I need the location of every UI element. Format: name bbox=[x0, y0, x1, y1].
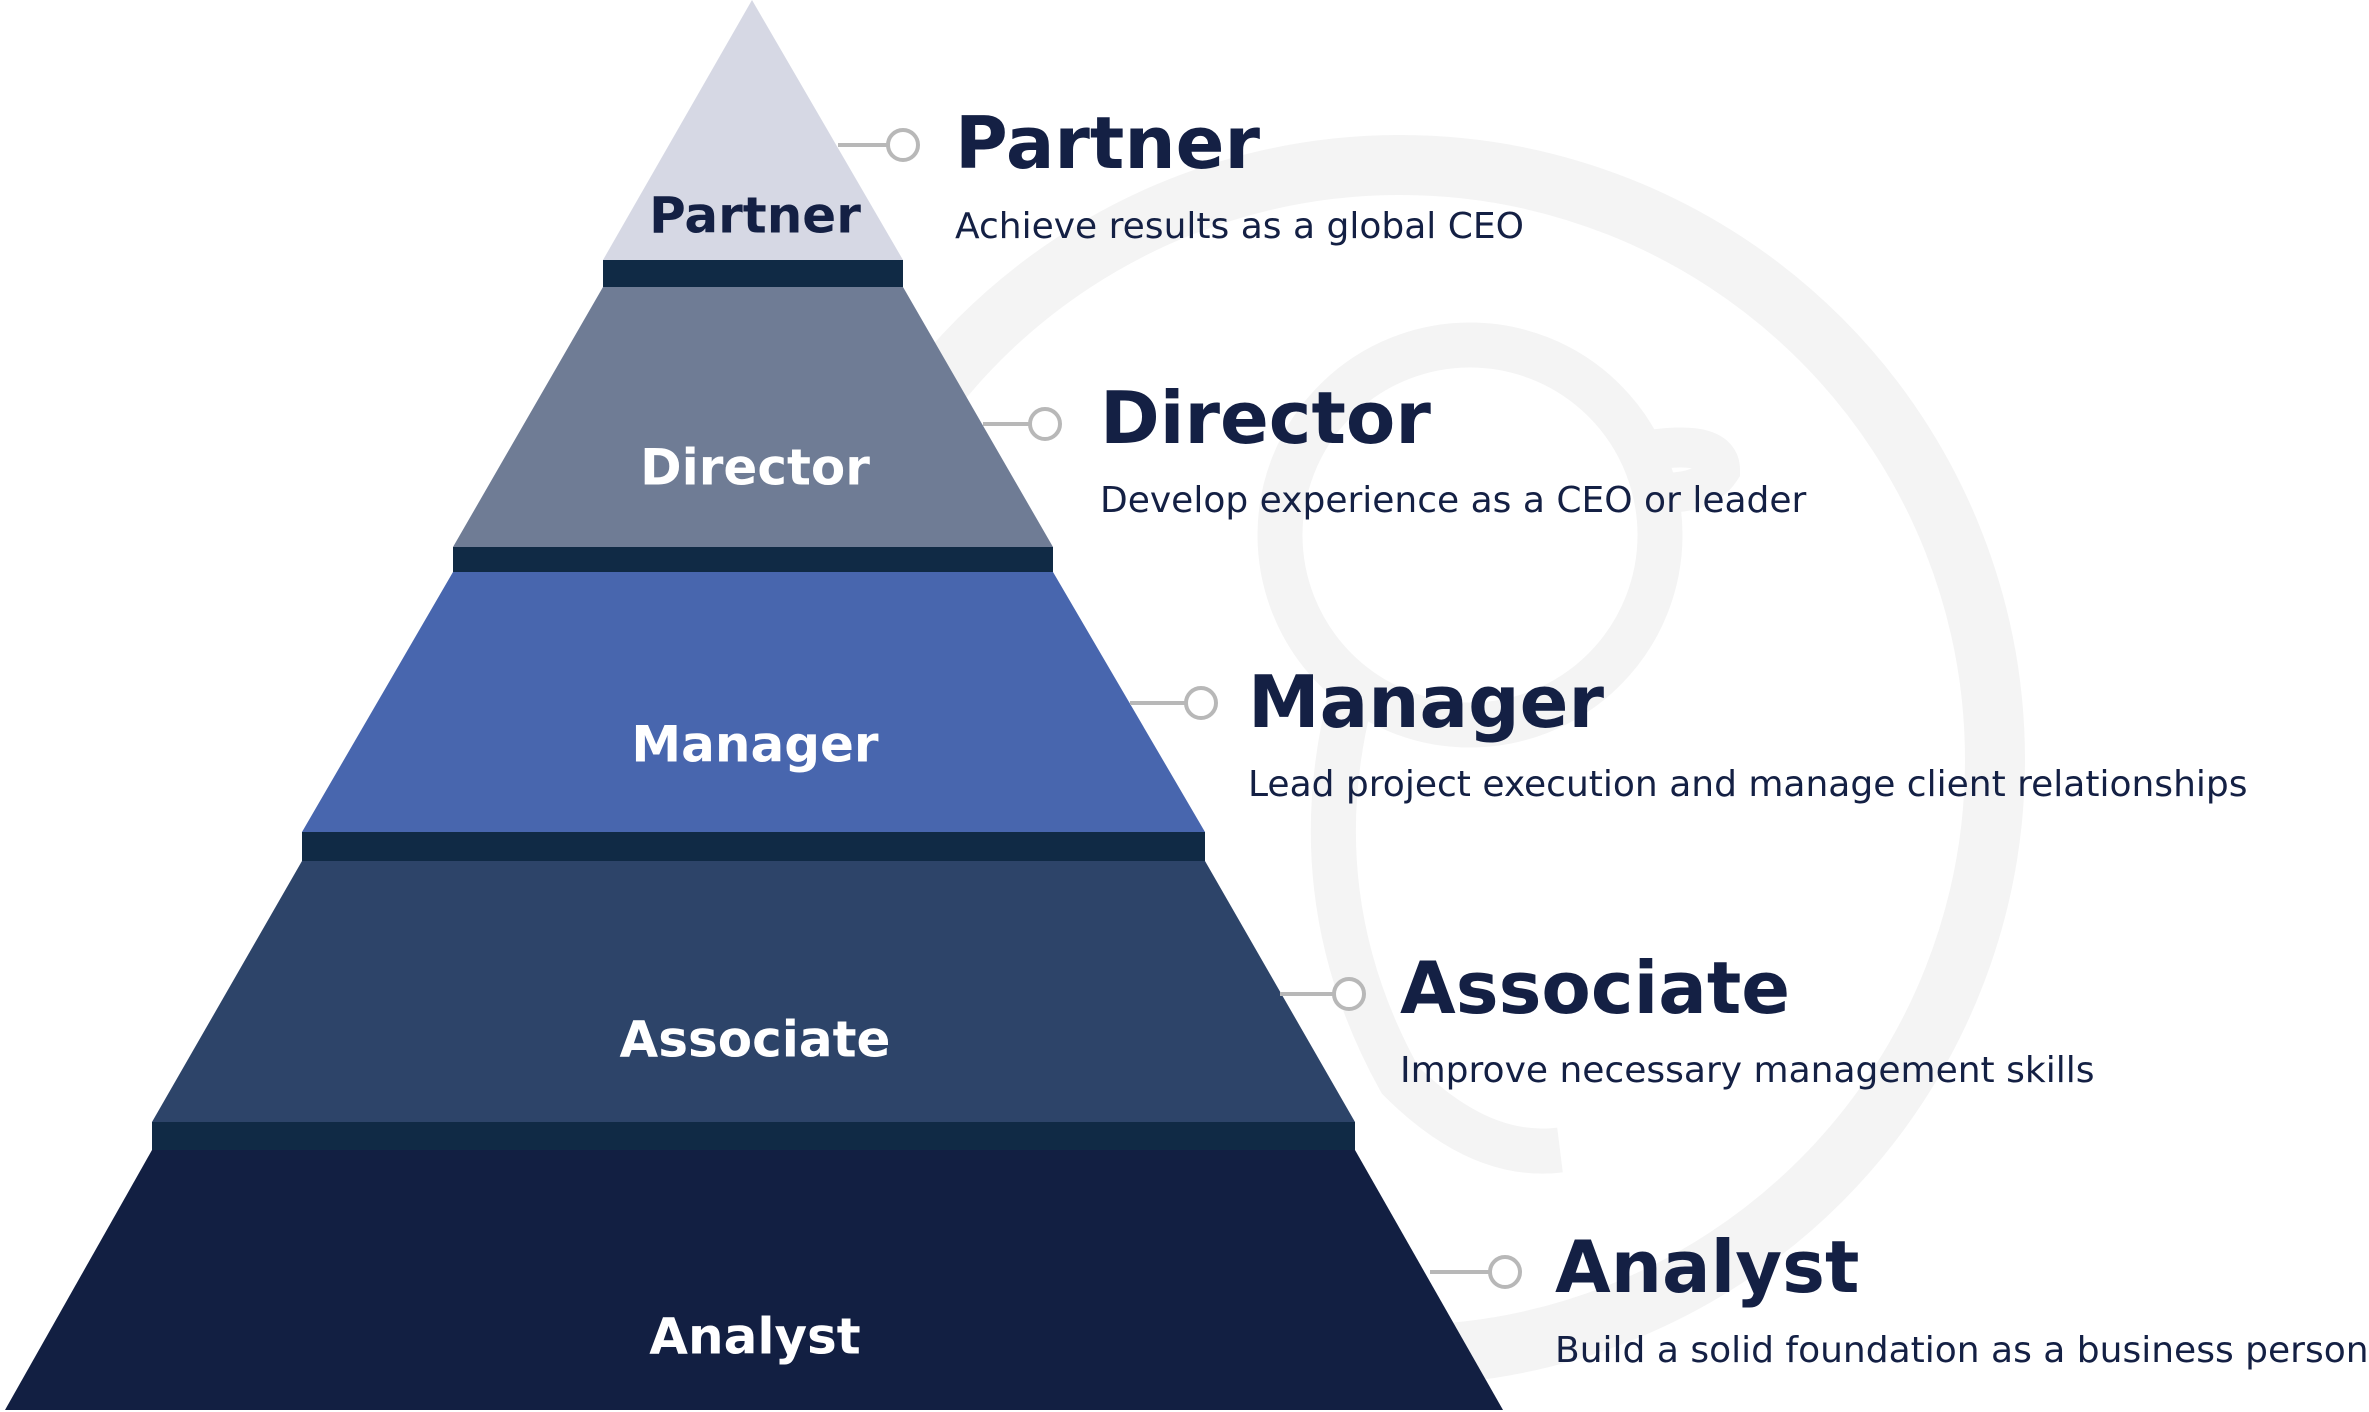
tier-gap-4 bbox=[152, 1122, 1355, 1150]
tier-label-director: Director bbox=[640, 439, 870, 497]
tier-description-director: Develop experience as a CEO or leader bbox=[1100, 480, 1807, 521]
connector-dot-director bbox=[1028, 407, 1062, 441]
tier-title-director: Director bbox=[1100, 376, 1431, 460]
pyramid: Partner Director Manager Associate Analy… bbox=[5, 0, 1503, 1410]
tier-description-analyst: Build a solid foundation as a business p… bbox=[1555, 1330, 2369, 1371]
tier-description-associate: Improve necessary management skills bbox=[1400, 1050, 2094, 1091]
connector-dot-partner bbox=[886, 128, 920, 162]
tier-title-analyst: Analyst bbox=[1555, 1225, 1859, 1309]
tier-label-associate: Associate bbox=[620, 1011, 891, 1069]
tier-title-associate: Associate bbox=[1400, 946, 1790, 1030]
tier-gap-3 bbox=[302, 832, 1205, 861]
tier-shape-partner bbox=[603, 0, 903, 260]
connector-dot-manager bbox=[1184, 686, 1218, 720]
connectors bbox=[838, 128, 1522, 1289]
tier-descriptions: Partner Achieve results as a global CEO … bbox=[955, 101, 2369, 1371]
tier-description-partner: Achieve results as a global CEO bbox=[955, 206, 1524, 247]
tier-label-analyst: Analyst bbox=[649, 1308, 860, 1366]
tier-description-manager: Lead project execution and manage client… bbox=[1248, 764, 2248, 805]
tier-gap-2 bbox=[453, 547, 1053, 572]
tier-label-manager: Manager bbox=[631, 716, 879, 774]
tier-title-partner: Partner bbox=[955, 101, 1260, 185]
tier-title-manager: Manager bbox=[1248, 660, 1604, 744]
tier-shape-manager bbox=[302, 572, 1205, 832]
tier-shape-associate bbox=[152, 861, 1355, 1122]
tier-label-partner: Partner bbox=[649, 187, 861, 245]
tier-shape-analyst bbox=[5, 1150, 1503, 1410]
connector-dot-analyst bbox=[1488, 1255, 1522, 1289]
connector-dot-associate bbox=[1332, 977, 1366, 1011]
tier-gap-1 bbox=[603, 260, 903, 287]
tier-gaps bbox=[152, 260, 1355, 1150]
tier-shape-director bbox=[453, 287, 1053, 547]
